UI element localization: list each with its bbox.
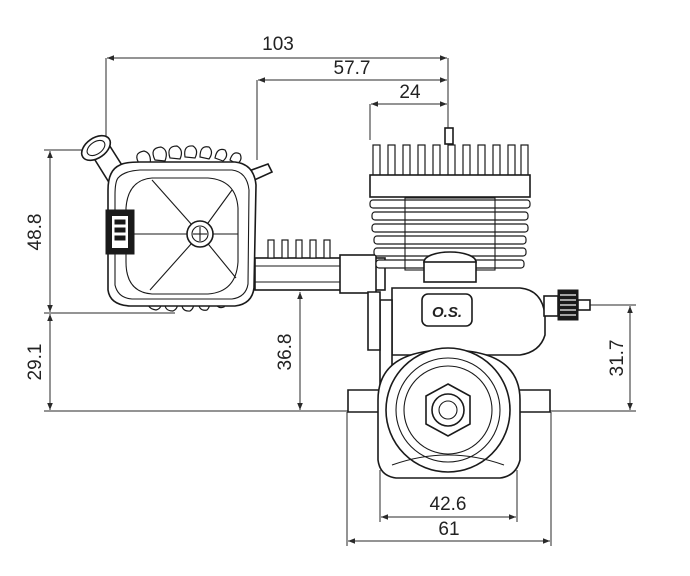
os-logo-text: O.S. [432, 304, 462, 321]
dim-label-24: 24 [399, 82, 421, 103]
dim-label-36-8: 36.8 [275, 334, 296, 371]
dim-label-31-7: 31.7 [607, 340, 628, 377]
cylinder-head [369, 127, 531, 271]
engine-illustration: O.S. [80, 127, 591, 479]
mount-lug-right [515, 389, 551, 413]
needle-valve [543, 289, 591, 321]
dim-label-61: 61 [438, 519, 459, 540]
exhaust-pipe [254, 239, 386, 294]
os-logo-plate [421, 293, 473, 327]
dimension-labels: 103 57.7 24 48.8 29.1 36.8 31.7 42.6 61 [25, 34, 628, 540]
dim-label-48-8: 48.8 [25, 214, 46, 251]
dim-label-57-7: 57.7 [334, 58, 371, 79]
dim-label-42-6: 42.6 [430, 494, 467, 515]
dim-label-103: 103 [262, 34, 294, 55]
dimension-lines [44, 55, 636, 546]
muffler [80, 134, 274, 312]
crankcase: O.S. [347, 251, 591, 479]
mount-lug-left [347, 389, 383, 413]
dim-label-29-1: 29.1 [25, 344, 46, 381]
